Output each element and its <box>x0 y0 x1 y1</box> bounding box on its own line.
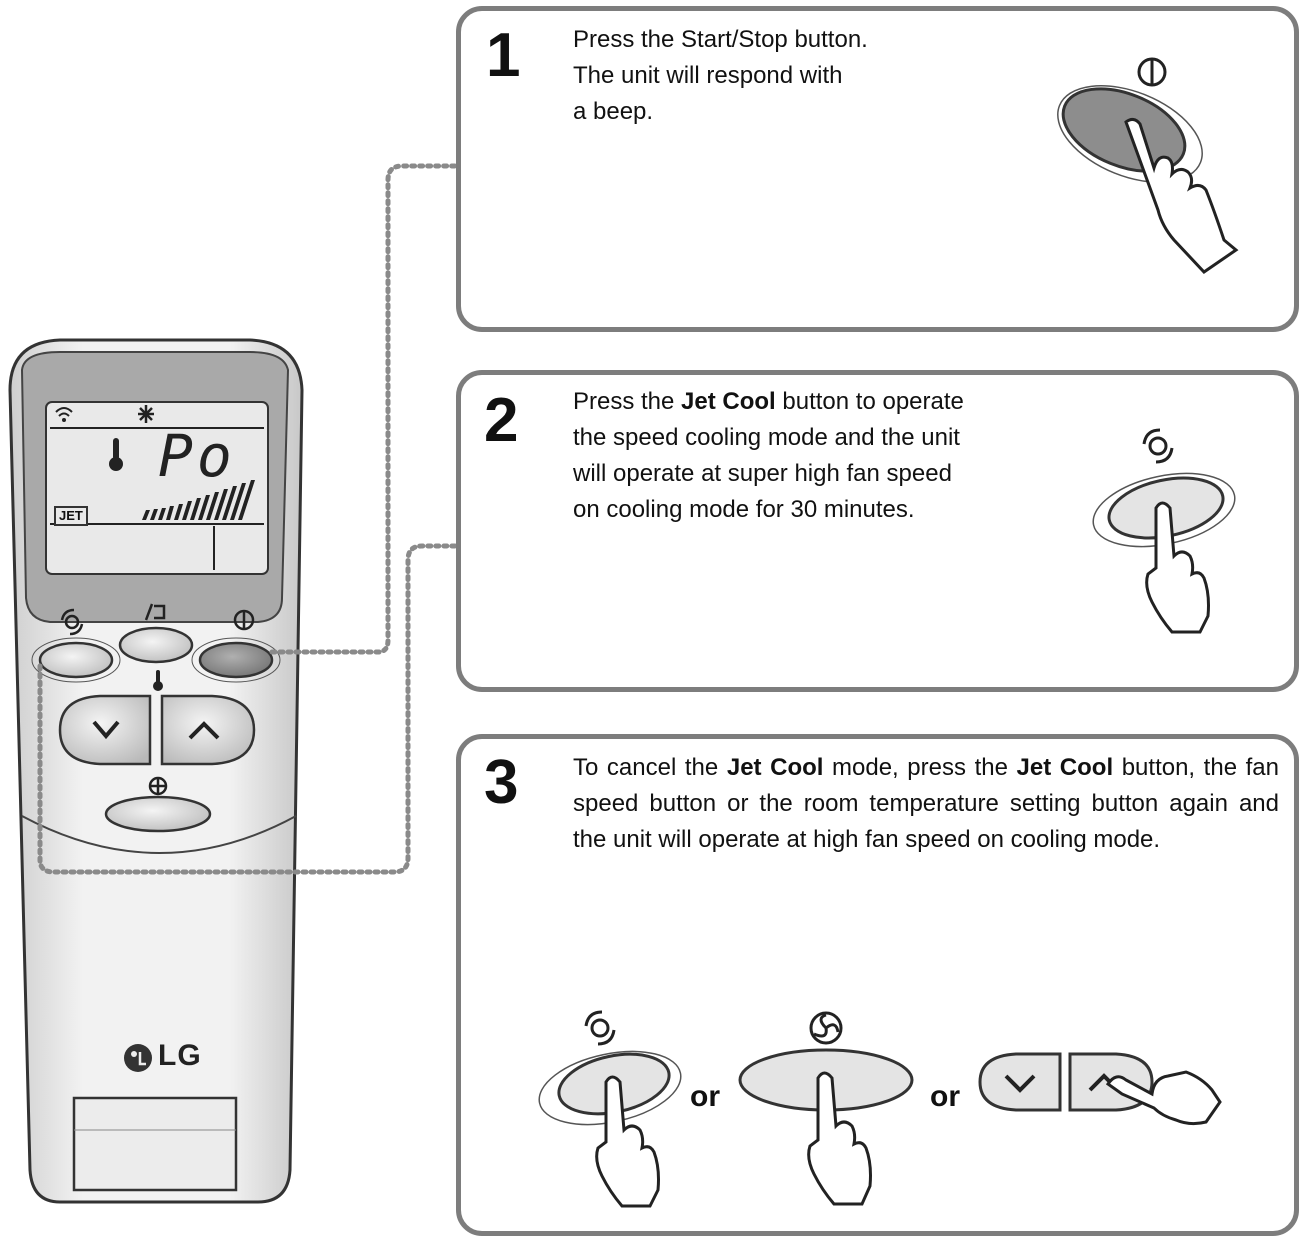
down-arrow-icon <box>1004 1074 1036 1093</box>
remote-control: Po JET LG <box>0 330 320 1210</box>
emphasis-text: Jet Cool <box>726 754 824 781</box>
airflow-icon <box>144 603 166 621</box>
up-arrow-icon <box>188 721 220 740</box>
hand-icon <box>1145 501 1210 634</box>
step-3-jet-cool-press <box>538 1010 682 1208</box>
temp-down-button <box>58 694 152 766</box>
step-1-text: Press the Start/Stop button. The unit wil… <box>573 22 993 130</box>
body-text: Press the Start/Stop button. <box>573 26 868 53</box>
body-text: mode, press the <box>823 754 1017 781</box>
emphasis-text: Jet Cool <box>1016 754 1114 781</box>
connector-lines <box>37 163 461 875</box>
body-text: on cooling mode for 30 minutes. <box>573 496 915 523</box>
fan-speed-icon <box>148 776 168 796</box>
fan-speed-icon <box>809 1011 843 1045</box>
body-text: The unit will respond with <box>573 62 843 89</box>
jet-cool-button <box>38 641 114 679</box>
body-text: button to operate <box>775 388 964 415</box>
signal-icon <box>55 407 73 422</box>
body-text: To cancel the <box>573 754 727 781</box>
temp-down-button <box>978 1052 1062 1112</box>
body-text: Press the <box>573 388 682 415</box>
hand-icon <box>1124 117 1239 274</box>
thermometer-icon <box>109 438 123 471</box>
jet-cool-icon <box>60 608 84 636</box>
display-mode-readout: Po <box>158 422 236 490</box>
step-2-illustration <box>1092 428 1236 634</box>
step-3-fan-speed-press <box>738 1011 914 1206</box>
step-1-illustration <box>1057 57 1239 274</box>
power-icon <box>233 609 255 631</box>
body-text: a beep. <box>573 98 654 125</box>
remote-body-drawing <box>8 338 304 1204</box>
lcd-screen <box>45 401 269 575</box>
hand-icon <box>595 1075 660 1208</box>
step-3-number: 3 <box>484 748 519 817</box>
start-stop-button <box>198 641 274 679</box>
or-label-2: or <box>930 1080 960 1113</box>
lg-logo-icon <box>124 1044 152 1072</box>
step-2-text: Press the Jet Cool button to operate the … <box>573 384 1033 528</box>
down-arrow-icon <box>92 720 120 740</box>
or-label-1: or <box>690 1080 720 1113</box>
body-text: button, the fan speed button or the room… <box>573 754 1279 853</box>
jet-cool-icon <box>1142 428 1174 464</box>
hand-icon <box>807 1071 872 1206</box>
step-3-temp-press <box>978 1052 1222 1126</box>
fan-speed-bars <box>142 480 255 520</box>
step-3-text: To cancel the Jet Cool mode, press the J… <box>573 750 1279 858</box>
display-jet-label: JET <box>54 506 88 526</box>
brand-logo: LG <box>158 1039 202 1072</box>
power-icon <box>1137 57 1167 87</box>
jet-cool-icon <box>584 1010 616 1046</box>
temp-icon <box>153 670 163 691</box>
snowflake-icon <box>138 405 154 423</box>
step-1-number: 1 <box>486 21 521 90</box>
emphasis-text: Jet Cool <box>681 388 776 415</box>
step-2-number: 2 <box>484 386 519 455</box>
connector-step2 <box>37 543 461 875</box>
hand-icon <box>1105 1070 1222 1126</box>
body-text: the speed cooling mode and the unit <box>573 424 960 451</box>
connector-step1 <box>269 163 461 655</box>
fan-speed-button <box>104 795 212 833</box>
body-text: will operate at super high fan speed <box>573 460 952 487</box>
airflow-button <box>118 626 194 664</box>
